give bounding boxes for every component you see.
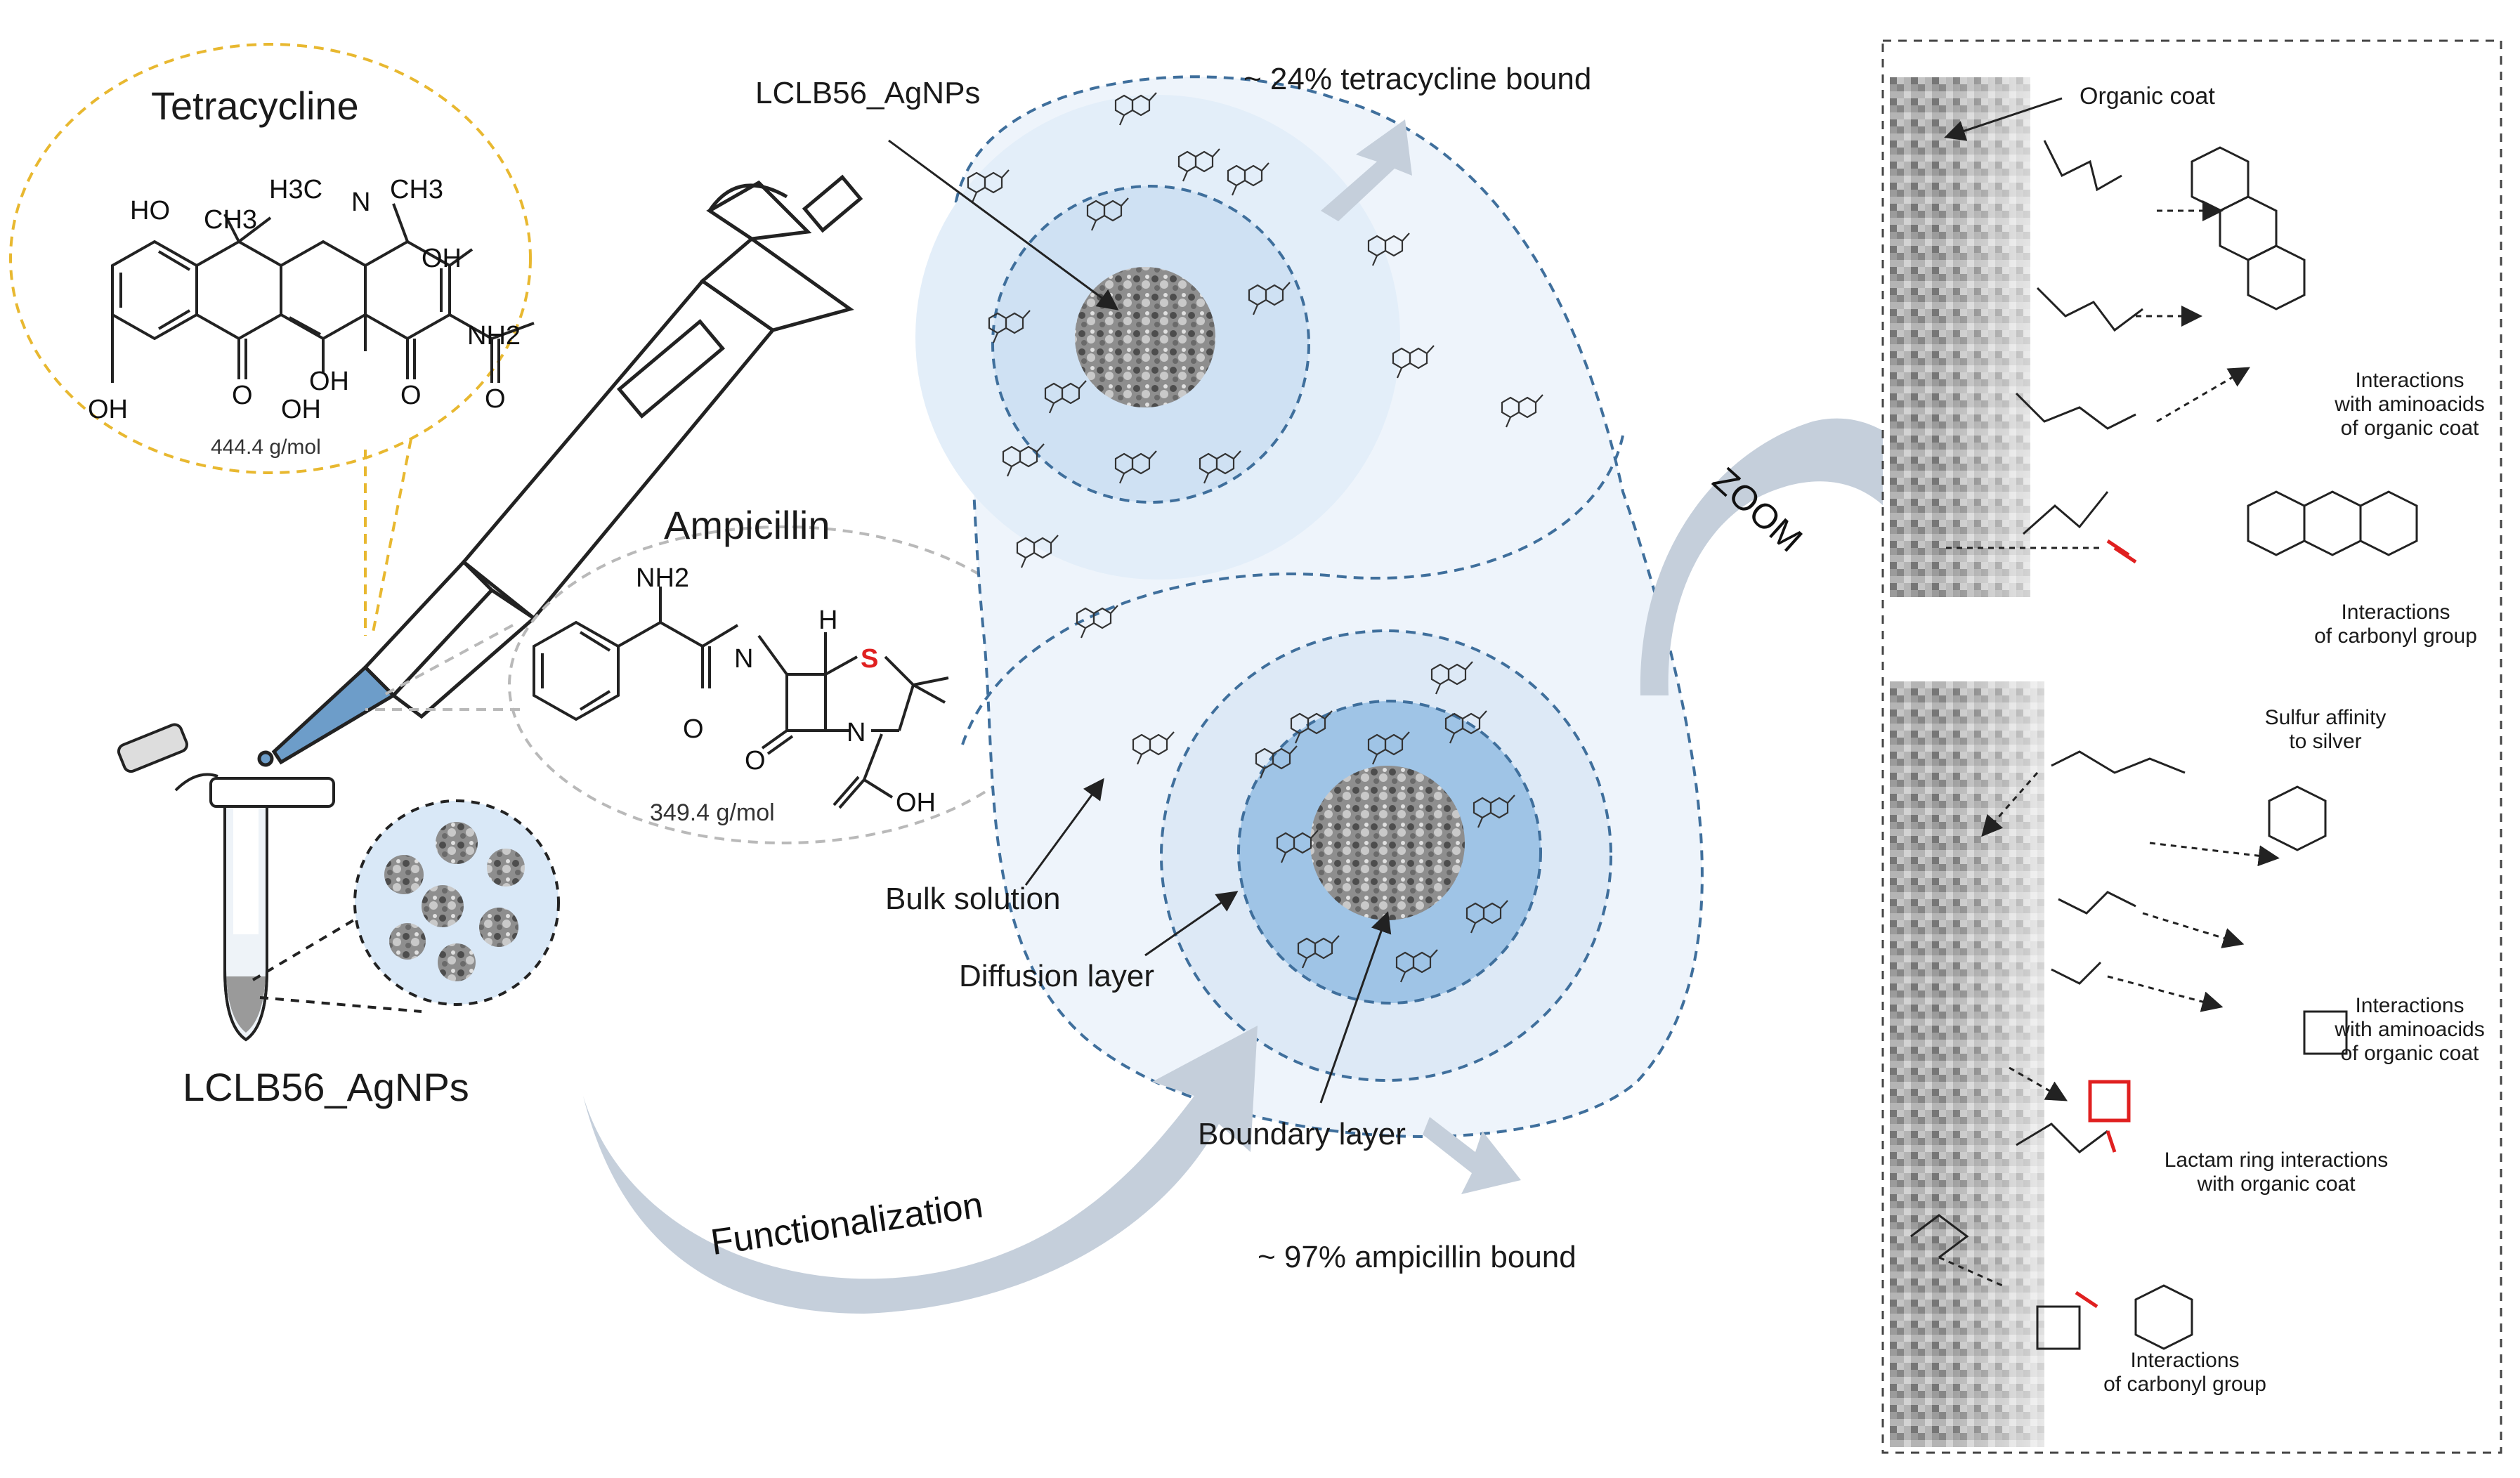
functionalization-label: Functionalization xyxy=(708,1184,986,1263)
atom-h-top: H xyxy=(818,606,837,635)
ann1-line1: Interactions xyxy=(2355,369,2464,392)
tetracycline-mw: 444.4 g/mol xyxy=(211,436,321,459)
ann3-line2: to silver xyxy=(2289,730,2362,753)
ampicillin-mw: 349.4 g/mol xyxy=(650,799,775,826)
atom-oh-top: OH xyxy=(422,244,462,273)
atom-nh2: NH2 xyxy=(636,563,689,593)
annotation-aminoacids-1: Interactions with aminoacids of organic … xyxy=(2325,369,2494,440)
zoom-panel xyxy=(1881,39,2502,1454)
atom-oh-left: OH xyxy=(88,395,128,424)
lclb56-top-label: LCLB56_AgNPs xyxy=(755,76,981,110)
lclb56-bottom-label: LCLB56_AgNPs xyxy=(183,1065,469,1109)
ann1-line2: with aminoacids xyxy=(2335,393,2485,416)
pipette-illustration xyxy=(257,174,863,767)
annotation-sulfur: Sulfur affinity to silver xyxy=(2234,706,2417,754)
ann6-line2: of carbonyl group xyxy=(2103,1373,2266,1396)
atom-o1: O xyxy=(232,381,253,410)
atom-nh2: NH2 xyxy=(467,321,521,351)
ampicillin-structure xyxy=(533,587,949,809)
bulk-solution-label: Bulk solution xyxy=(885,882,1061,916)
atom-n: N xyxy=(351,188,370,217)
ann4-line2: with aminoacids xyxy=(2335,1018,2485,1041)
ann4-line1: Interactions xyxy=(2355,994,2464,1017)
diffusion-layer-label: Diffusion layer xyxy=(959,959,1154,993)
annotation-aminoacids-2: Interactions with aminoacids of organic … xyxy=(2325,994,2494,1066)
ampicillin-atoms: NH2 H N S O N O OH xyxy=(636,563,936,818)
atom-o-lactam: O xyxy=(745,746,766,776)
ann5-line1: Lactam ring interactions xyxy=(2164,1149,2389,1172)
atom-ch3b: CH3 xyxy=(390,175,443,204)
atom-oh: OH xyxy=(896,788,936,818)
tetracycline-title: Tetracycline xyxy=(151,84,359,128)
ampicillin-title: Ampicillin xyxy=(664,503,830,547)
tetracycline-atoms: HO CH3 H3C N CH3 OH NH2 OH O OH OH O O xyxy=(88,175,521,424)
ampicillin-bound-label: ~ 97% ampicillin bound xyxy=(1258,1240,1576,1274)
nanoparticle-inset xyxy=(252,799,560,1013)
atom-o-amide: O xyxy=(683,714,704,744)
atom-s: S xyxy=(861,644,878,674)
annotation-carbonyl-1: Interactions of carbonyl group xyxy=(2297,601,2494,648)
atom-o2: O xyxy=(400,381,422,410)
atom-n-ring: N xyxy=(847,718,866,747)
atom-ho: HO xyxy=(130,196,170,225)
boundary-layer-label: Boundary layer xyxy=(1198,1117,1406,1151)
atom-ch3: CH3 xyxy=(204,205,257,235)
ann4-line3: of organic coat xyxy=(2340,1042,2479,1065)
atom-o3: O xyxy=(485,384,506,414)
ann2-line1: Interactions xyxy=(2341,601,2450,624)
tetracycline-structure xyxy=(111,203,535,383)
atom-n-amide: N xyxy=(734,644,753,674)
ann1-line3: of organic coat xyxy=(2340,417,2479,440)
pointer-arrows xyxy=(888,139,1392,1104)
annotation-lactam: Lactam ring interactions with organic co… xyxy=(2136,1149,2417,1196)
tetracycline-callout xyxy=(9,43,532,636)
atom-oh-mid: OH xyxy=(281,395,321,424)
atom-oh-mid2: OH xyxy=(309,367,349,396)
organic-coat-label: Organic coat xyxy=(2080,83,2215,110)
layer-diagram xyxy=(915,75,1704,1138)
ann3-line1: Sulfur affinity xyxy=(2264,706,2387,729)
ann5-line2: with organic coat xyxy=(2197,1172,2356,1196)
annotation-carbonyl-2: Interactions of carbonyl group xyxy=(2080,1349,2290,1397)
atom-h3c: H3C xyxy=(269,175,322,204)
ann6-line1: Interactions xyxy=(2130,1349,2240,1372)
eppendorf-tube xyxy=(117,723,335,1042)
ann2-line2: of carbonyl group xyxy=(2314,624,2477,648)
tetracycline-bound-label: ~ 24% tetracycline bound xyxy=(1243,62,1592,96)
